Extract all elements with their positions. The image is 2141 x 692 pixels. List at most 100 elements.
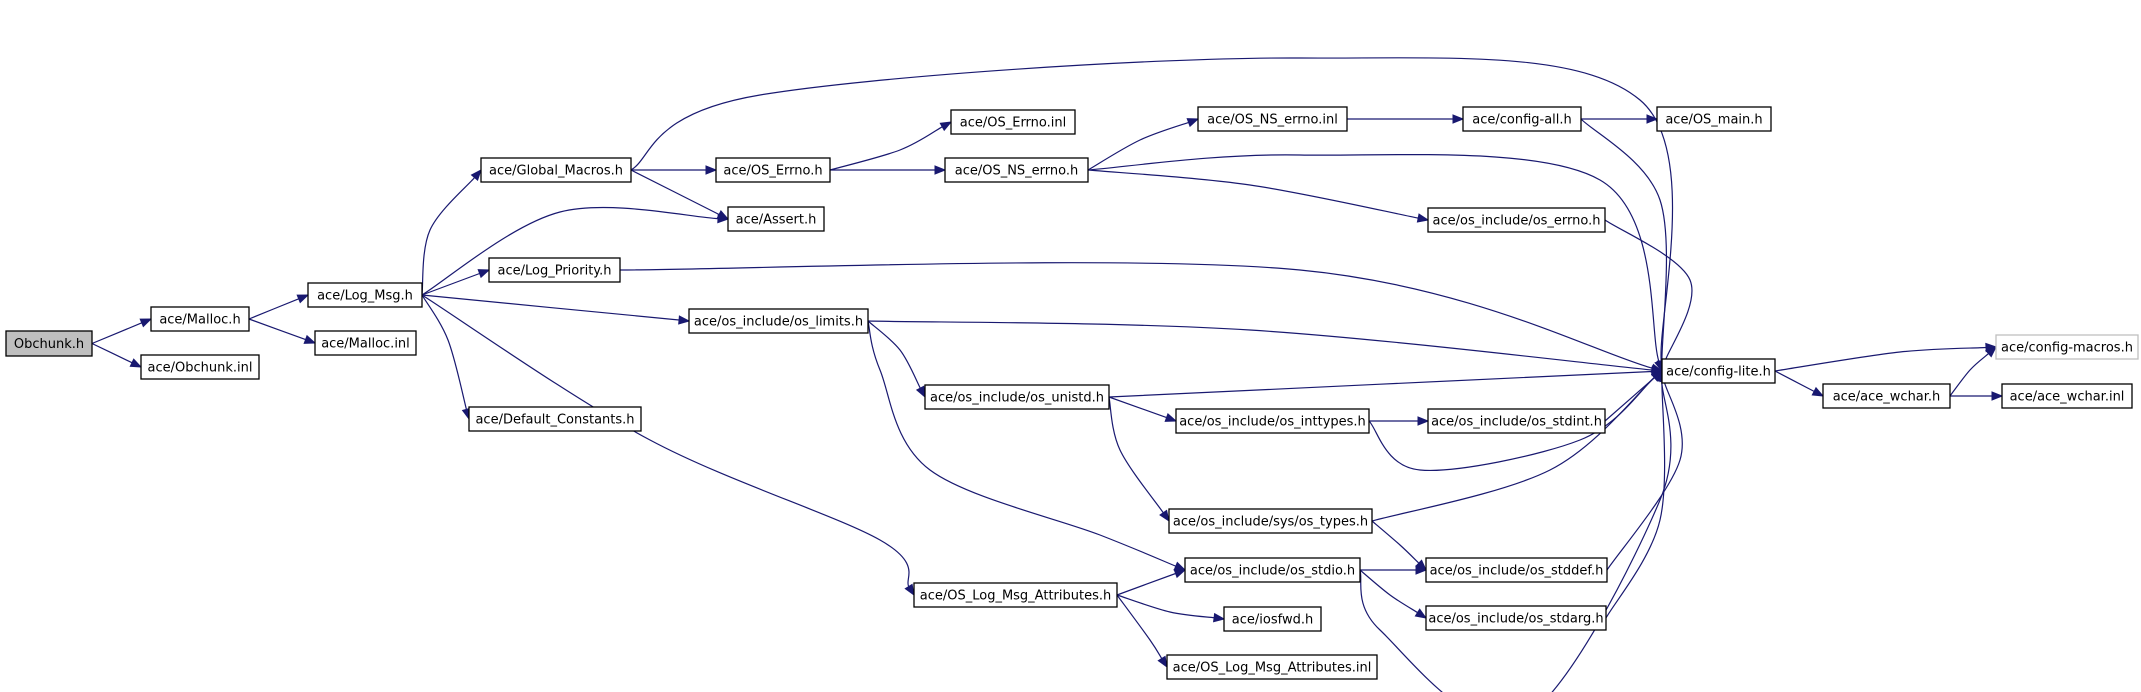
edge-arrowhead xyxy=(904,583,915,597)
edge-os_ns_errno_h-to-os_ns_errno_inl xyxy=(1087,118,1200,171)
edge-line xyxy=(248,298,299,320)
node-ace-wchar-inl[interactable]: ace/ace_wchar.inl xyxy=(2001,383,2133,409)
node-label: ace/OS_Errno.inl xyxy=(960,116,1066,131)
node-label: ace/Obchunk.inl xyxy=(148,361,253,376)
node-label: ace/os_include/os_inttypes.h xyxy=(1179,415,1366,430)
node-box xyxy=(727,206,825,232)
node-os-log-msg-attributes-h[interactable]: ace/OS_Log_Msg_Attributes.h xyxy=(913,582,1118,608)
node-box xyxy=(2001,383,2133,409)
node-obchunk-h: Obchunk.h xyxy=(5,330,93,357)
edge-os_include_os_limits_h-to-os_include_os_stdio_h xyxy=(867,320,1187,571)
node-iosfwd-h[interactable]: ace/iosfwd.h xyxy=(1223,606,1322,632)
edge-line xyxy=(867,320,921,389)
node-config-macros-h[interactable]: ace/config-macros.h xyxy=(1995,334,2139,360)
node-os-include-os-unistd-h[interactable]: ace/os_include/os_unistd.h xyxy=(924,384,1110,410)
node-assert-h[interactable]: ace/Assert.h xyxy=(727,206,825,232)
node-label: ace/os_include/os_stddef.h xyxy=(1430,564,1604,579)
edge-os_include_os_unistd_h-to-config_lite_h xyxy=(1108,366,1664,398)
edge-line xyxy=(1359,380,1672,692)
edge-os_log_msg_attributes_h-to-os_include_os_stdio_h xyxy=(1116,569,1187,596)
edge-line xyxy=(1359,569,1418,614)
node-box xyxy=(1661,358,1776,384)
edge-line xyxy=(1371,377,1655,522)
edge-os_include_os_errno_h-to-config_lite_h xyxy=(1604,219,1693,373)
node-label: ace/ace_wchar.inl xyxy=(2010,390,2125,405)
edge-obchunk_h-to-malloc_h xyxy=(91,318,153,345)
edge-os_include_os_stdio_h-to-os_include_os_stdarg_h xyxy=(1359,569,1428,619)
edge-line xyxy=(1774,370,1815,392)
node-log-msg-h[interactable]: ace/Log_Msg.h xyxy=(307,282,423,308)
node-os-include-os-stdarg-h[interactable]: ace/os_include/os_stdarg.h xyxy=(1425,605,1607,631)
node-box xyxy=(1184,557,1361,583)
edge-line xyxy=(867,320,1177,567)
edge-line xyxy=(1371,520,1420,564)
node-label: ace/Malloc.inl xyxy=(321,337,410,352)
node-label: ace/ace_wchar.h xyxy=(1833,390,1941,405)
edge-log_msg_h-to-global_macros_h xyxy=(421,168,482,296)
node-config-lite-h[interactable]: ace/config-lite.h xyxy=(1661,358,1776,384)
edge-line xyxy=(1087,121,1189,171)
edge-log_msg_h-to-os_include_os_limits_h xyxy=(421,294,691,325)
node-os-log-msg-attributes-inl[interactable]: ace/OS_Log_Msg_Attributes.inl xyxy=(1166,654,1378,680)
node-box xyxy=(150,306,250,332)
node-os-main-h[interactable]: ace/OS_main.h xyxy=(1656,106,1772,132)
node-label: ace/OS_Log_Msg_Attributes.h xyxy=(920,589,1111,604)
node-label: ace/os_include/os_unistd.h xyxy=(930,391,1104,406)
edge-arrowhead xyxy=(1213,612,1226,623)
edge-obchunk_h-to-obchunk_inl xyxy=(91,342,143,368)
edge-malloc_h-to-malloc_inl xyxy=(248,318,317,344)
node-os-include-os-stdint-h[interactable]: ace/os_include/os_stdint.h xyxy=(1427,408,1606,434)
node-os-include-os-limits-h[interactable]: ace/os_include/os_limits.h xyxy=(688,308,869,334)
node-os-ns-errno-h[interactable]: ace/OS_NS_errno.h xyxy=(944,157,1089,183)
node-os-errno-h[interactable]: ace/OS_Errno.h xyxy=(715,157,831,183)
node-os-include-os-errno-h[interactable]: ace/os_include/os_errno.h xyxy=(1427,207,1606,233)
node-os-include-os-inttypes-h[interactable]: ace/os_include/os_inttypes.h xyxy=(1175,408,1370,434)
node-box xyxy=(140,354,260,380)
edge-os_ns_errno_inl-to-config_all_h xyxy=(1346,114,1465,124)
edge-arrowhead xyxy=(477,269,491,279)
node-os-errno-inl[interactable]: ace/OS_Errno.inl xyxy=(950,109,1076,135)
node-log-priority-h[interactable]: ace/Log_Priority.h xyxy=(488,257,621,283)
edge-line xyxy=(1604,219,1693,362)
edge-os_ns_errno_h-to-os_include_os_errno_h xyxy=(1087,169,1430,223)
edge-arrowhead xyxy=(139,318,153,328)
edge-os_include_os_stddef_h-to-config_lite_h xyxy=(1606,369,1683,571)
edge-line xyxy=(421,206,719,296)
edge-arrowhead xyxy=(296,294,310,304)
node-config-all-h[interactable]: ace/config-all.h xyxy=(1462,106,1582,132)
node-box xyxy=(1427,207,1606,233)
edge-line xyxy=(1949,353,1989,397)
edge-line xyxy=(1116,594,1163,659)
node-label: ace/OS_Log_Msg_Attributes.inl xyxy=(1173,661,1372,676)
node-os-include-sys-os-types-h[interactable]: ace/os_include/sys/os_types.h xyxy=(1168,508,1373,534)
node-ace-wchar-h[interactable]: ace/ace_wchar.h xyxy=(1822,383,1951,409)
edge-line xyxy=(91,322,143,345)
edge-line xyxy=(1116,594,1215,619)
node-malloc-inl[interactable]: ace/Malloc.inl xyxy=(314,330,417,356)
node-label: ace/config-all.h xyxy=(1472,113,1572,128)
node-os-include-os-stddef-h[interactable]: ace/os_include/os_stddef.h xyxy=(1425,557,1608,583)
node-label: ace/Global_Macros.h xyxy=(489,164,623,179)
edge-config_lite_h-to-ace_wchar_h xyxy=(1774,370,1825,397)
node-os-include-os-stdio-h[interactable]: ace/os_include/os_stdio.h xyxy=(1184,557,1361,583)
edge-arrowhead xyxy=(1414,608,1428,619)
edge-line xyxy=(1580,118,1668,362)
edge-arrowhead xyxy=(1985,346,1998,358)
node-box xyxy=(913,582,1118,608)
node-box xyxy=(1822,383,1951,409)
edge-config_all_h-to-config_lite_h xyxy=(1580,118,1668,373)
node-malloc-h[interactable]: ace/Malloc.h xyxy=(150,306,250,332)
edge-os_log_msg_attributes_h-to-os_log_msg_attributes_inl xyxy=(1116,594,1168,669)
edge-os_include_os_stdio_h-to-os_include_os_stddef_h xyxy=(1360,565,1428,575)
node-os-ns-errno-inl[interactable]: ace/OS_NS_errno.inl xyxy=(1197,106,1348,132)
edge-arrowhead xyxy=(1991,391,2004,401)
node-box xyxy=(5,330,93,357)
edge-arrowhead xyxy=(129,358,143,368)
node-box xyxy=(950,109,1076,135)
edge-line xyxy=(421,272,480,296)
node-global-macros-h[interactable]: ace/Global_Macros.h xyxy=(480,157,632,183)
node-default-constants-h[interactable]: ace/Default_Constants.h xyxy=(468,406,642,432)
edge-arrowhead xyxy=(1173,561,1187,571)
node-obchunk-inl[interactable]: ace/Obchunk.inl xyxy=(140,354,260,380)
node-box xyxy=(488,257,621,283)
